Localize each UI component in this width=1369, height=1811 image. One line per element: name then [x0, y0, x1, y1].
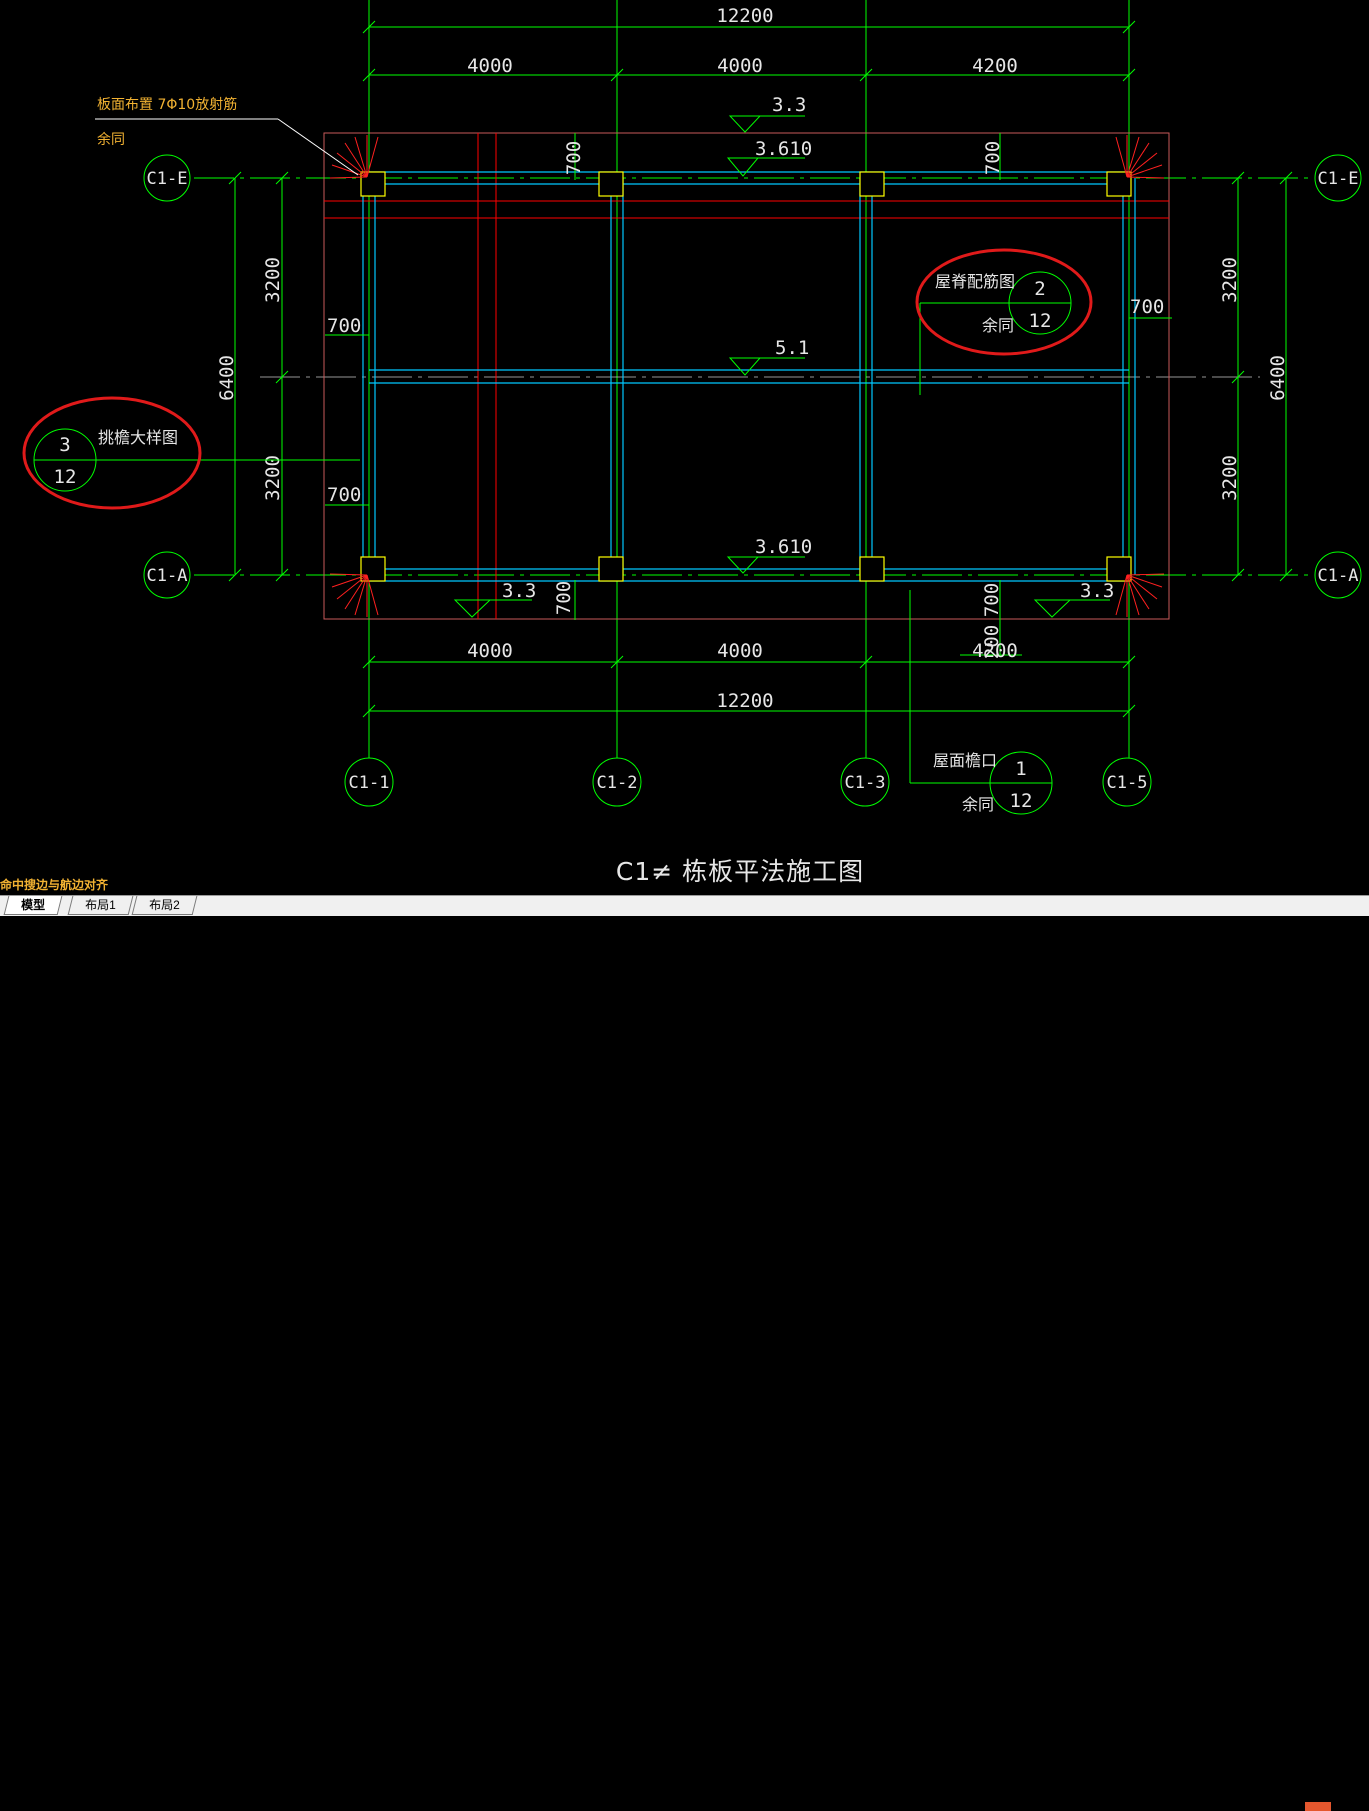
- radial-rebar-bottom-right: [1115, 573, 1165, 617]
- radial-rebar-top-left: [329, 135, 379, 179]
- detail-number: 2: [1034, 278, 1045, 300]
- detail-callout-ridge: 2 12 屋脊配筋图 余同: [915, 248, 1093, 395]
- rebar-note-text: 板面布置 7Φ10放射筋: [97, 96, 237, 113]
- dim-left-inner-2: 3200: [262, 455, 284, 501]
- overhang-label-1: 700: [327, 315, 361, 337]
- dim-top-span-2: 4000: [717, 55, 763, 77]
- detail-sheet: 12: [1029, 310, 1052, 332]
- detail-sub: 余同: [962, 795, 994, 814]
- dim-left-outer: 6400: [216, 355, 238, 401]
- dim-left-inner-1: 3200: [262, 257, 284, 303]
- axis-label: C1-5: [1107, 773, 1148, 793]
- dim-top-total: 12200: [716, 5, 773, 27]
- dim-top-span-1: 4000: [467, 55, 513, 77]
- detail-sheet: 12: [54, 466, 77, 488]
- detail-sub: 余同: [982, 316, 1014, 335]
- elev-bottom-right: 3.3: [1080, 580, 1114, 602]
- corner-marker-icon: [1305, 1802, 1331, 1811]
- axis-bubble-row-e-left: C1-E: [143, 154, 191, 202]
- rebar-note: 板面布置 7Φ10放射筋 余同: [95, 96, 359, 176]
- overhang-label-6: 700: [553, 581, 575, 615]
- elev-bottom-left: 3.3: [502, 580, 536, 602]
- tab-model[interactable]: 模型: [3, 896, 63, 915]
- axis-label: C1-A: [147, 566, 188, 586]
- detail-sheet: 12: [1010, 790, 1033, 812]
- axis-label: C1-3: [845, 773, 886, 793]
- drawing-title: C1≠ 栋板平法施工图: [616, 857, 864, 886]
- elev-bottom-inner: 3.610: [755, 536, 812, 558]
- dim-bottom-span-2: 4000: [717, 640, 763, 662]
- elev-top-outer: 3.3: [772, 94, 806, 116]
- bottom-dimensions: [362, 655, 1136, 718]
- layout-tab-bar: 模型 布局1 布局2: [0, 895, 1369, 1811]
- top-dimensions: [362, 20, 1136, 82]
- dim-bottom-total: 12200: [716, 690, 773, 712]
- axis-label: C1-1: [349, 773, 390, 793]
- overhang-label-7: 700: [981, 583, 1003, 617]
- axis-label: C1-A: [1318, 566, 1359, 586]
- axis-bubble-row-a-left: C1-A: [143, 551, 191, 599]
- detail-label: 挑檐大样图: [98, 428, 178, 447]
- dim-top-span-3: 4200: [972, 55, 1018, 77]
- overlap-label: 200: [981, 625, 1003, 659]
- beams: [362, 171, 1136, 582]
- overhang-label-5: 700: [982, 141, 1004, 175]
- axis-bubble-col-3: C1-3: [840, 757, 890, 807]
- dim-right-outer: 6400: [1267, 355, 1289, 401]
- detail-label: 屋面檐口: [933, 751, 997, 770]
- red-lines: [324, 133, 1169, 619]
- highlight-ellipse: [915, 248, 1093, 356]
- columns: [360, 171, 1132, 582]
- overhang-label-4: 700: [563, 141, 585, 175]
- axis-bubble-col-5: C1-5: [1102, 757, 1152, 807]
- radial-rebar-bottom-left: [329, 573, 379, 617]
- elevation-markers: [453, 115, 1110, 618]
- cad-drawing-canvas[interactable]: 12200 4000 4000 4200 4000 4000 4200 1220…: [0, 0, 1369, 895]
- detail-label: 屋脊配筋图: [935, 272, 1015, 291]
- overhang-label-2: 700: [327, 484, 361, 506]
- elev-top-inner: 3.610: [755, 138, 812, 160]
- rebar-note-sub: 余同: [97, 131, 125, 148]
- tab-label: 模型: [21, 898, 46, 912]
- axis-bubble-row-e-right: C1-E: [1314, 154, 1362, 202]
- tab-label: 布局1: [85, 898, 116, 912]
- tab-layout-2[interactable]: 布局2: [131, 896, 198, 915]
- dim-bottom-span-3: 4200: [972, 640, 1018, 662]
- dim-bottom-span-1: 4000: [467, 640, 513, 662]
- elev-ridge: 5.1: [775, 337, 809, 359]
- dim-right-inner-2: 3200: [1219, 455, 1241, 501]
- axis-label: C1-E: [147, 169, 188, 189]
- axis-label: C1-E: [1318, 169, 1359, 189]
- detail-number: 1: [1015, 758, 1026, 780]
- axis-label: C1-2: [597, 773, 638, 793]
- status-overlay-text: 命中搜边与航边对齐: [0, 878, 109, 892]
- tab-label: 布局2: [149, 898, 180, 912]
- detail-callout-roof-eave: 1 12 屋面檐口 余同: [909, 590, 1053, 815]
- tab-layout-1[interactable]: 布局1: [67, 896, 134, 915]
- detail-callout-eave: 3 12 挑檐大样图: [22, 396, 360, 510]
- roof-outline: [323, 132, 1170, 620]
- overhang-leaders: [325, 133, 1172, 656]
- radial-rebar-top-right: [1115, 135, 1165, 179]
- dim-right-inner-1: 3200: [1219, 257, 1241, 303]
- overhang-label-3: 700: [1130, 296, 1164, 318]
- side-dimensions: [228, 171, 1293, 582]
- axis-bubble-col-1: C1-1: [344, 757, 394, 807]
- axis-bubble-col-2: C1-2: [592, 757, 642, 807]
- highlight-ellipse: [22, 396, 202, 510]
- detail-number: 3: [59, 434, 70, 456]
- axis-bubble-row-a-right: C1-A: [1314, 551, 1362, 599]
